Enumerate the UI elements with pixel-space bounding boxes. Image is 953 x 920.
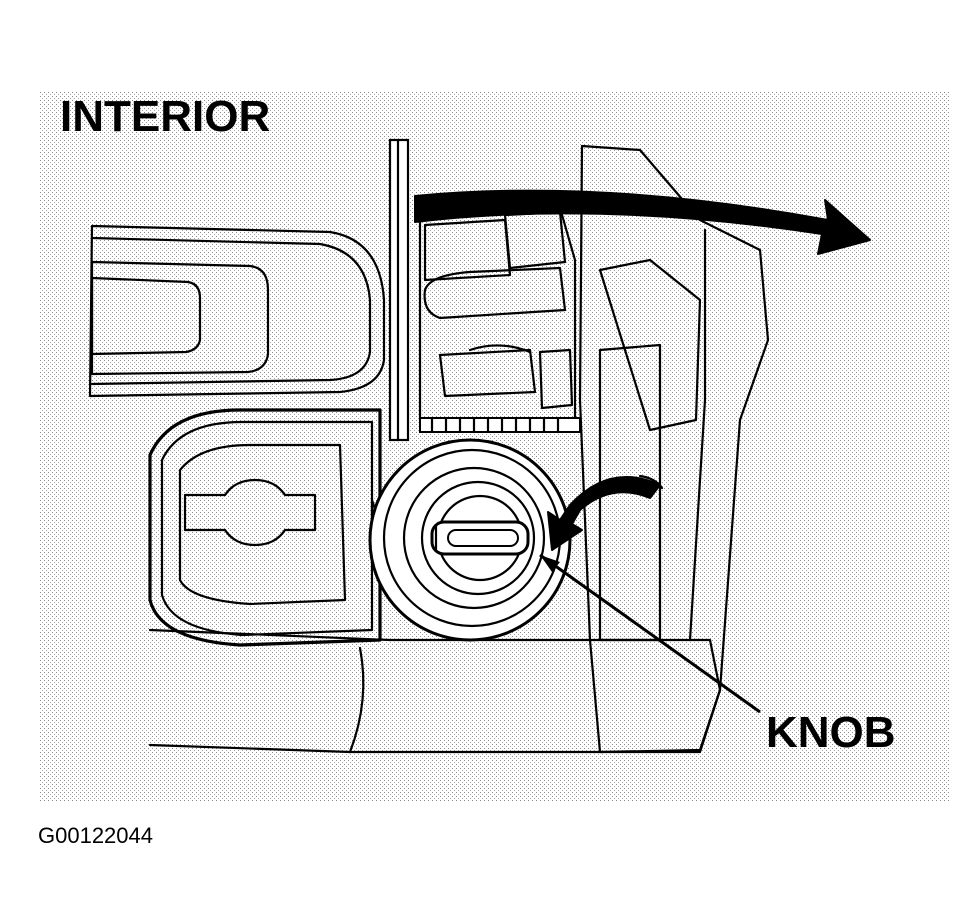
lower-housing — [148, 408, 722, 754]
knob-leader-line — [539, 553, 761, 714]
knob-assembly — [368, 438, 572, 642]
diagram-title: INTERIOR — [60, 92, 270, 141]
door-armrest — [88, 224, 386, 398]
figure-code: G00122044 — [38, 823, 153, 848]
curved-arrow-icon — [414, 189, 871, 255]
knob-callout-label: KNOB — [766, 708, 896, 757]
latch-teeth — [419, 416, 581, 434]
curved-arrow-icon — [547, 474, 664, 551]
door-trim-pillar — [388, 138, 410, 442]
knob[interactable] — [430, 520, 530, 556]
